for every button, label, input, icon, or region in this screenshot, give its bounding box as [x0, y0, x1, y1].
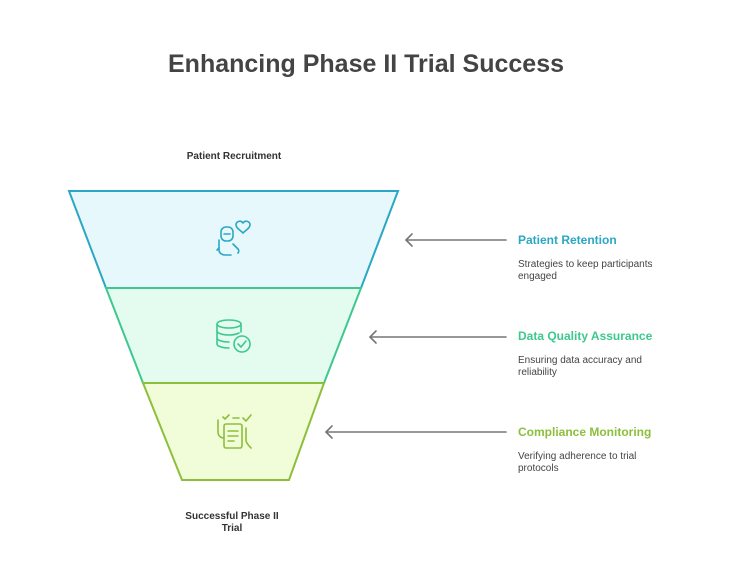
stage-1-description: Strategies to keep participants engaged	[518, 259, 653, 282]
database-check-icon	[216, 319, 251, 353]
hand-heart-icon	[216, 220, 251, 256]
funnel-bottom-label: Successful Phase II Trial	[185, 511, 279, 534]
funnel-stage-2	[104, 287, 363, 384]
stage-1-title: Patient Retention	[518, 233, 617, 247]
funnel-top-label: Patient Recruitment	[186, 151, 282, 162]
arrow-stage-1	[405, 233, 507, 247]
checklist-hand-icon	[217, 414, 252, 449]
stage-3-description: Verifying adherence to trial protocols	[518, 451, 637, 474]
arrow-stage-2	[369, 330, 507, 344]
stage-2-title: Data Quality Assurance	[518, 329, 653, 343]
stage-2-description: Ensuring data accuracy and reliability	[518, 355, 642, 378]
funnel-stage-1	[67, 190, 400, 289]
diagram-title: Enhancing Phase II Trial Success	[168, 50, 564, 78]
arrow-stage-3	[325, 425, 507, 439]
stage-3-title: Compliance Monitoring	[518, 425, 652, 439]
